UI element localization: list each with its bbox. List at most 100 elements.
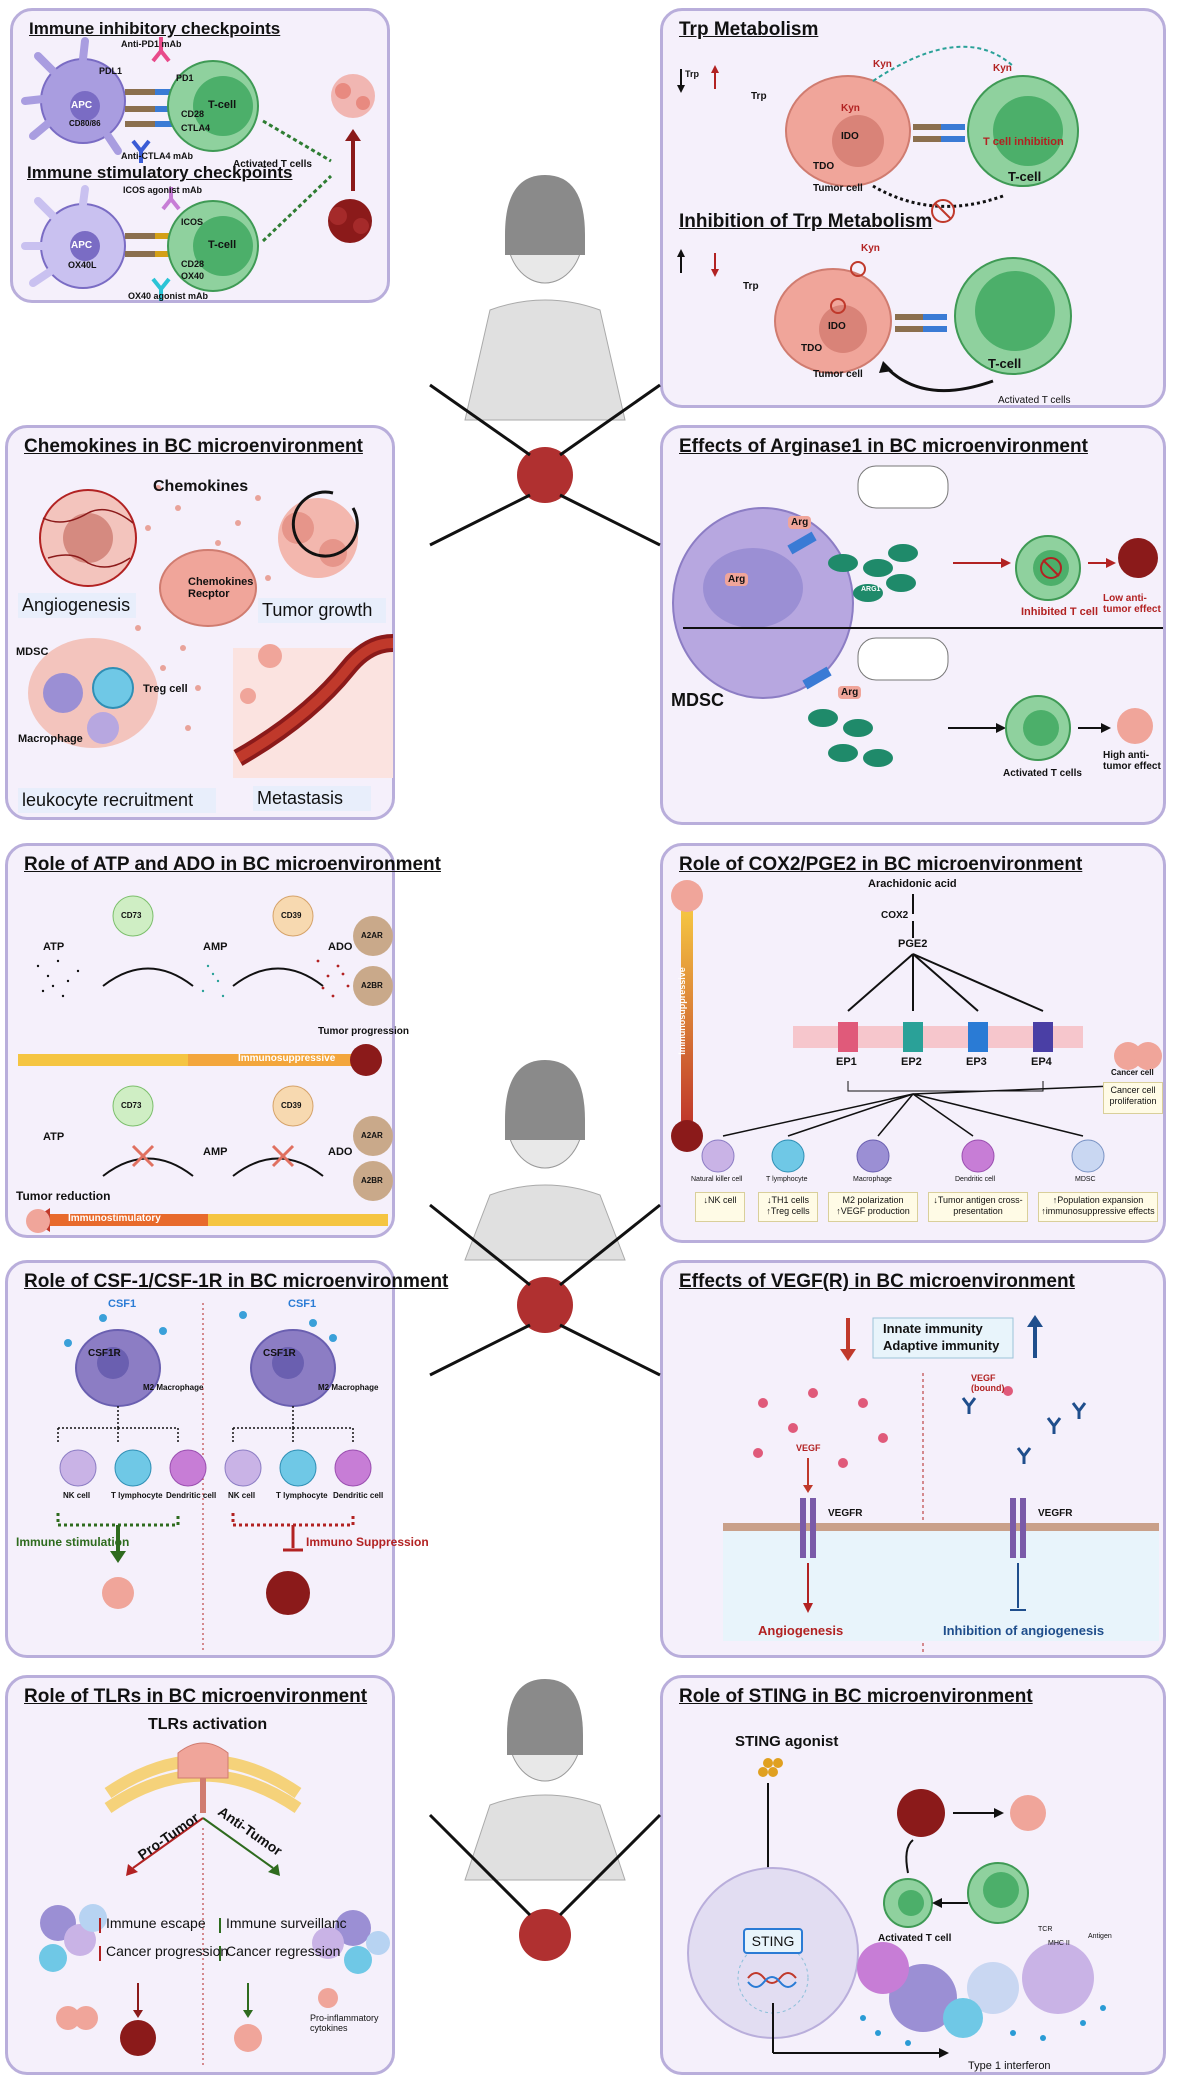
checkpoints-panel: Immune inhibitory checkpoints	[10, 8, 390, 303]
apc-label-bottom: APC	[71, 240, 93, 251]
arachidonic-label: Arachidonic acid	[868, 878, 957, 890]
trp-kyn-cell: Kyn	[841, 103, 860, 114]
trp-kyn-tcell: Kyn	[993, 63, 1012, 74]
m2-label-left: M2 Macrophage	[143, 1383, 204, 1392]
activated-tcells-arg: Activated T cells	[1003, 768, 1082, 779]
tumor-cell-label-2: Tumor cell	[813, 369, 863, 380]
amp-label-bottom: AMP	[203, 1146, 228, 1158]
anti-ctla4-label: Anti-CTLA4 mAb	[121, 151, 193, 161]
sting-box: STING	[743, 1928, 803, 1954]
mdsc-label-arg: MDSC	[671, 690, 724, 710]
tlr-graphic	[39, 1742, 390, 2068]
immunostimulatory-bar-label: Immunostimulatory	[68, 1213, 161, 1224]
cancer-cell-label: Cancer cell	[1111, 1068, 1154, 1077]
csf-graphic	[56, 1303, 372, 1653]
m2-label-right: M2 Macrophage	[318, 1383, 379, 1392]
tumor-reduction-label: Tumor reduction	[16, 1189, 111, 1203]
ox40-label: OX40	[181, 271, 205, 281]
cox2-effect-mdsc: ↑Population expansion ↑immunosuppressive…	[1038, 1192, 1158, 1222]
cd28-label-bottom: CD28	[181, 259, 205, 269]
chemokine-receptor-label: Chemokines Recptor	[188, 576, 254, 600]
vegf-title: Effects of VEGF(R) in BC microenvironmen…	[679, 1271, 1075, 1292]
immune-escape-label: Immune escape	[106, 1915, 206, 1931]
tumor-progression-label: Tumor progression	[318, 1026, 409, 1037]
cd39-label-bottom: CD39	[281, 1101, 302, 1110]
checkpoints-graphic	[21, 37, 375, 301]
a2br-label-top: A2BR	[361, 981, 383, 990]
ado-label-bottom: ADO	[328, 1146, 353, 1158]
tlr-activation-label: TLRs activation	[148, 1716, 268, 1733]
immunosuppressive-vertical-label: Immunosuppressive	[676, 967, 687, 1055]
vegf-bound-label: VEGF (bound)	[971, 1373, 1005, 1393]
tdo-label-1: TDO	[813, 161, 835, 172]
cox2-graphic	[671, 880, 1162, 1173]
cd28-label-top: CD28	[181, 109, 205, 119]
icos-agonist-label: ICOS agonist mAb	[123, 185, 203, 195]
vegfr-label-right: VEGFR	[1038, 1508, 1073, 1519]
ado-label-top: ADO	[328, 941, 353, 953]
trp-graphic	[677, 45, 1079, 393]
activated-tcells-label: Activated T cells	[233, 159, 312, 170]
stimulatory-checkpoints-title: Immune stimulatory checkpoints	[27, 163, 293, 182]
chemokines-graphic	[28, 485, 394, 778]
cd39-label-top: CD39	[281, 911, 302, 920]
inhibition-angiogenesis-label: Inhibition of angiogenesis	[943, 1623, 1105, 1638]
cox2-cell-tl: T lymphocyte	[766, 1176, 808, 1183]
ox40l-label: OX40L	[68, 260, 97, 270]
body-figure-1	[429, 175, 661, 547]
cd73-label-top: CD73	[121, 911, 142, 920]
apc-label-top: APC	[71, 100, 93, 111]
tcr-label: TCR	[1038, 1926, 1053, 1933]
trp-kyn-bottom: Kyn	[861, 243, 880, 254]
cd73-label-bottom: CD73	[121, 1101, 142, 1110]
dc-label-right: Dendritic cell	[333, 1491, 384, 1500]
chemokines-title: Chemokines in BC microenvironment	[24, 436, 363, 457]
atp-panel: Role of ATP and ADO in BC microenvironme…	[5, 843, 441, 1238]
ctla4-label: CTLA4	[181, 123, 210, 133]
proliferation-box: Cancer cell proliferation	[1103, 1082, 1163, 1114]
inhibitory-checkpoints-title: Immune inhibitory checkpoints	[29, 19, 281, 38]
trp-kyn-top: Kyn	[873, 59, 892, 70]
treg-label: Treg cell	[143, 683, 188, 695]
tl-label-right: T lymphocyte	[276, 1491, 328, 1500]
tcell-label-top: T-cell	[208, 99, 237, 111]
angiogenesis-vegf-label: Angiogenesis	[758, 1623, 844, 1638]
csf1-label-right: CSF1	[288, 1298, 317, 1310]
tumor-cell-label-1: Tumor cell	[813, 183, 863, 194]
csf1r-label-left: CSF1R	[88, 1348, 121, 1359]
arg-label-1: Arg	[788, 516, 812, 529]
cox2-effect-nk: ↓NK cell	[695, 1192, 745, 1222]
trp-title: Trp Metabolism	[679, 19, 819, 40]
mdsc-label: MDSC	[16, 646, 49, 658]
ox40-agonist-label: OX40 agonist mAb	[128, 291, 209, 301]
cox2-cell-dc: Dendritic cell	[955, 1176, 996, 1183]
chemokines-label: Chemokines	[153, 478, 249, 495]
tl-label-left: T lymphocyte	[111, 1491, 163, 1500]
cox2-effect-tl: ↓TH1 cells ↑Treg cells	[758, 1192, 818, 1222]
cox2-effect-mac: M2 polarization ↑VEGF production	[828, 1192, 918, 1222]
amp-label-top: AMP	[203, 941, 228, 953]
tlr-title: Role of TLRs in BC microenvironment	[24, 1686, 368, 1707]
arginase-title: Effects of Arginase1 in BC microenvironm…	[679, 436, 1088, 457]
arg-label-2: Arg	[725, 573, 749, 586]
ep2-label: EP2	[901, 1056, 922, 1068]
antigen-label: Antigen	[1088, 1933, 1112, 1940]
trp-inhibition-title: Inhibition of Trp Metabolism	[679, 211, 933, 232]
dc-label-left: Dendritic cell	[166, 1491, 217, 1500]
vegfr-label-left: VEGFR	[828, 1508, 863, 1519]
nk-label-right: NK cell	[228, 1491, 256, 1500]
csf-panel: Role of CSF-1/CSF-1R in BC microenvironm…	[5, 1260, 448, 1658]
innate-immunity-label: Innate immunity	[883, 1321, 983, 1336]
cancer-progression-label: Cancer progression	[106, 1943, 229, 1959]
body-figure-2	[429, 1060, 661, 1377]
icos-label: ICOS	[181, 217, 204, 227]
ep1-label: EP1	[836, 1056, 857, 1068]
sting-agonist-label: STING agonist	[735, 1733, 839, 1750]
atp-label-top: ATP	[43, 941, 65, 953]
anti-pd1-label: Anti-PD1 mAb	[121, 39, 182, 49]
sting-activated-label: Activated T cell	[878, 1933, 952, 1944]
a2ar-label-top: A2AR	[361, 931, 383, 940]
cox2-panel: Role of COX2/PGE2 in BC microenvironment…	[660, 843, 1166, 1243]
tcell-label-bottom: T-cell	[208, 239, 237, 251]
immuno-suppression-label: Immuno Suppression	[306, 1535, 429, 1549]
